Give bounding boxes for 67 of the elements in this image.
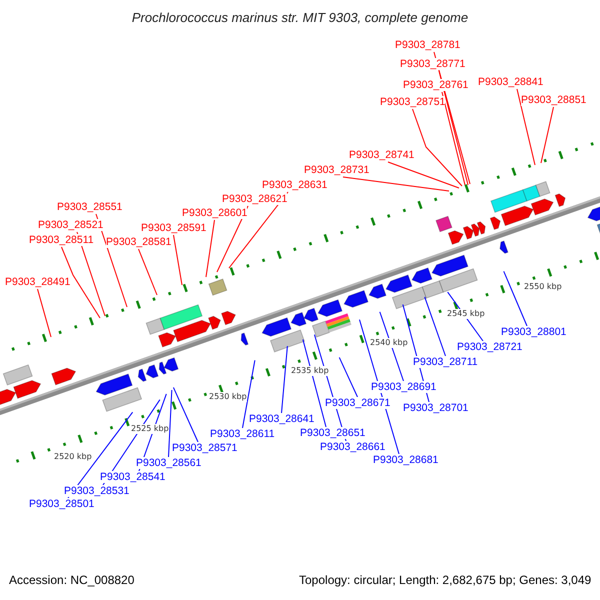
gene-label: P9303_28721 — [457, 341, 522, 353]
accession-text: Accession: NC_008820 — [9, 574, 134, 587]
gene-label: P9303_28541 — [100, 471, 166, 483]
leader-line — [442, 92, 466, 186]
leader-line — [61, 246, 100, 318]
gene-label: P9303_28601 — [182, 207, 248, 219]
scale-label: 2550 kbp — [524, 282, 562, 292]
gene-label: P9303_28701 — [403, 402, 468, 414]
leader-line — [342, 176, 450, 192]
scale-label: 2535 kbp — [291, 366, 329, 376]
gene-label: P9303_28531 — [64, 485, 130, 497]
leader-line — [96, 214, 128, 308]
leader-line — [138, 248, 158, 296]
gene-label: P9303_28711 — [413, 356, 478, 368]
leader-line — [424, 296, 446, 356]
leader-line — [68, 412, 134, 498]
leader-line — [438, 70, 468, 186]
gene-label: P9303_28761 — [403, 79, 468, 91]
leader-line — [503, 270, 528, 326]
gene-label: P9303_28611 — [210, 428, 275, 440]
gene-label: P9303_28581 — [106, 236, 172, 248]
leader-line — [412, 108, 462, 186]
scale-label: 2540 kbp — [370, 338, 408, 348]
map-title: Prochlorococcus marinus str. MIT 9303, complete genome — [130, 11, 470, 24]
leader-line — [516, 88, 536, 166]
gene-label: P9303_28841 — [478, 76, 544, 88]
gene-label: P9303_28551 — [57, 201, 122, 213]
scale-label: 2525 kbp — [131, 424, 169, 434]
leader-line — [37, 288, 52, 338]
scale-label: 2530 kbp — [209, 392, 247, 402]
gene-label: P9303_28641 — [249, 413, 314, 425]
gene-label: P9303_28771 — [400, 58, 466, 70]
gene-label: P9303_28571 — [172, 442, 238, 454]
gene-label: P9303_28681 — [373, 454, 438, 466]
gene-label: P9303_28741 — [349, 149, 414, 161]
gene-label: P9303_28651 — [300, 427, 366, 439]
gene-label: P9303_28521 — [38, 219, 104, 231]
leader-line — [388, 162, 460, 188]
leader-line — [540, 106, 554, 164]
gene-label: P9303_28591 — [141, 222, 206, 234]
leader-line — [206, 220, 215, 278]
gene-label: P9303_28751 — [380, 96, 446, 108]
gene-label: P9303_28561 — [136, 457, 202, 469]
gene-label: P9303_28511 — [29, 234, 94, 246]
leader-line — [379, 311, 404, 382]
gene-label: P9303_28801 — [501, 326, 566, 338]
leader-line — [76, 232, 106, 316]
leader-line — [173, 234, 182, 286]
genome-summary: Topology: circular; Length: 2,682,675 bp; Genes: 3,049 — [299, 574, 592, 587]
leader-line — [281, 346, 288, 414]
gene-label: P9303_28501 — [29, 498, 94, 510]
gene-label: P9303_28731 — [304, 164, 370, 176]
gene-label: P9303_28491 — [5, 276, 70, 288]
gene-label: P9303_28661 — [320, 441, 386, 453]
scale-label: 2545 kbp — [447, 309, 485, 319]
leader-line — [338, 356, 358, 398]
leader-line — [302, 339, 326, 428]
leader-line — [242, 360, 256, 428]
scale-label: 2520 kbp — [54, 452, 92, 462]
leader-line — [172, 386, 198, 442]
gene-label: P9303_28691 — [371, 381, 436, 393]
leader-line — [168, 390, 172, 458]
gene-label: P9303_28671 — [325, 397, 390, 409]
gene-label: P9303_28631 — [262, 179, 328, 191]
gene-label: P9303_28851 — [521, 94, 586, 106]
gene-label: P9303_28781 — [395, 39, 460, 51]
gene-label: P9303_28621 — [222, 193, 288, 205]
